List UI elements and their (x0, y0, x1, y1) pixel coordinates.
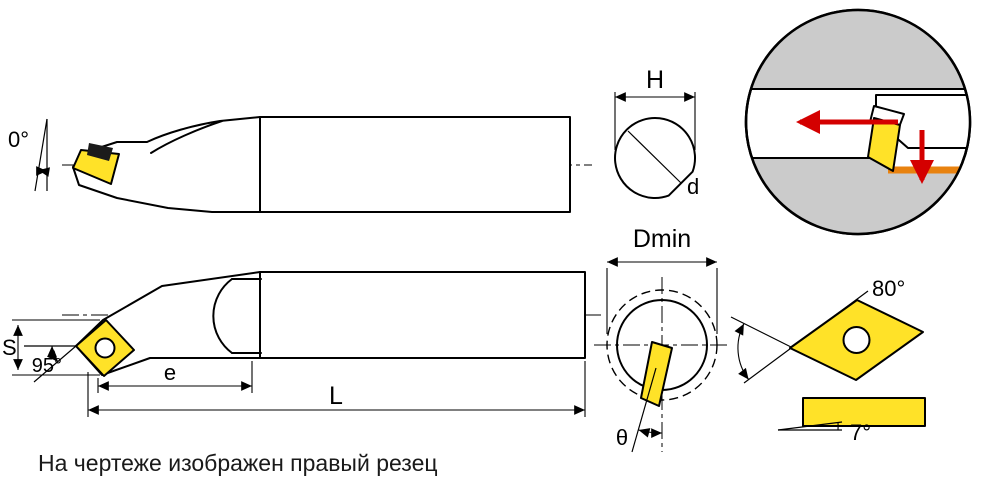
tool-shank (259, 271, 586, 359)
shank-cross-section: d H (614, 66, 699, 199)
upper-tool-side-view: 0° (8, 116, 592, 213)
insert-axis-line (631, 367, 657, 453)
dimension-H-label: H (646, 66, 664, 94)
insert-side-profile (802, 397, 926, 427)
clearance-angle-label: 7° (850, 420, 871, 445)
tool-shank (259, 116, 571, 213)
inclination-angle-label: 0° (8, 127, 29, 152)
cutting-insert (640, 341, 673, 407)
insert-screw-hole (94, 337, 116, 359)
nose-angle-label: 80° (872, 276, 905, 301)
clamp-contour (150, 120, 223, 154)
min-bore-end-view: Dmin θ (594, 225, 730, 453)
angle-arc (47, 345, 59, 363)
diameter-d-label: d (687, 174, 699, 199)
theta-angle-label: θ (616, 425, 628, 450)
section-profile (614, 117, 696, 199)
min-bore-circle (606, 289, 718, 401)
dimension-L-label: L (329, 382, 343, 410)
dmin-label: Dmin (633, 225, 691, 253)
insert-front-view: 80° (730, 276, 924, 384)
drawing-caption: На чертеже изображен правый резец (38, 450, 438, 476)
edge-extension-line (33, 345, 77, 383)
insert-side-view: 7° (777, 397, 926, 445)
angle-arc (36, 166, 50, 177)
angle-arc (734, 323, 750, 380)
angle-arc (638, 428, 663, 438)
clearance-line (777, 421, 843, 431)
diameter-line (627, 130, 682, 184)
insert-clamp (87, 143, 113, 161)
workpiece-upper-wall (746, 10, 970, 89)
pocket-arc (212, 278, 233, 354)
dimension-e-label: e (164, 360, 176, 385)
cutting-detail-view (744, 8, 972, 236)
angle-construction-line (34, 118, 48, 192)
approach-angle-label: 95° (32, 355, 62, 377)
tool-head (72, 116, 261, 213)
insert-screw-hole (842, 326, 871, 354)
lower-tool-side-view: 95° S e L (2, 271, 602, 417)
detail-circle-outline (744, 8, 972, 236)
dimension-S-label: S (2, 335, 17, 360)
